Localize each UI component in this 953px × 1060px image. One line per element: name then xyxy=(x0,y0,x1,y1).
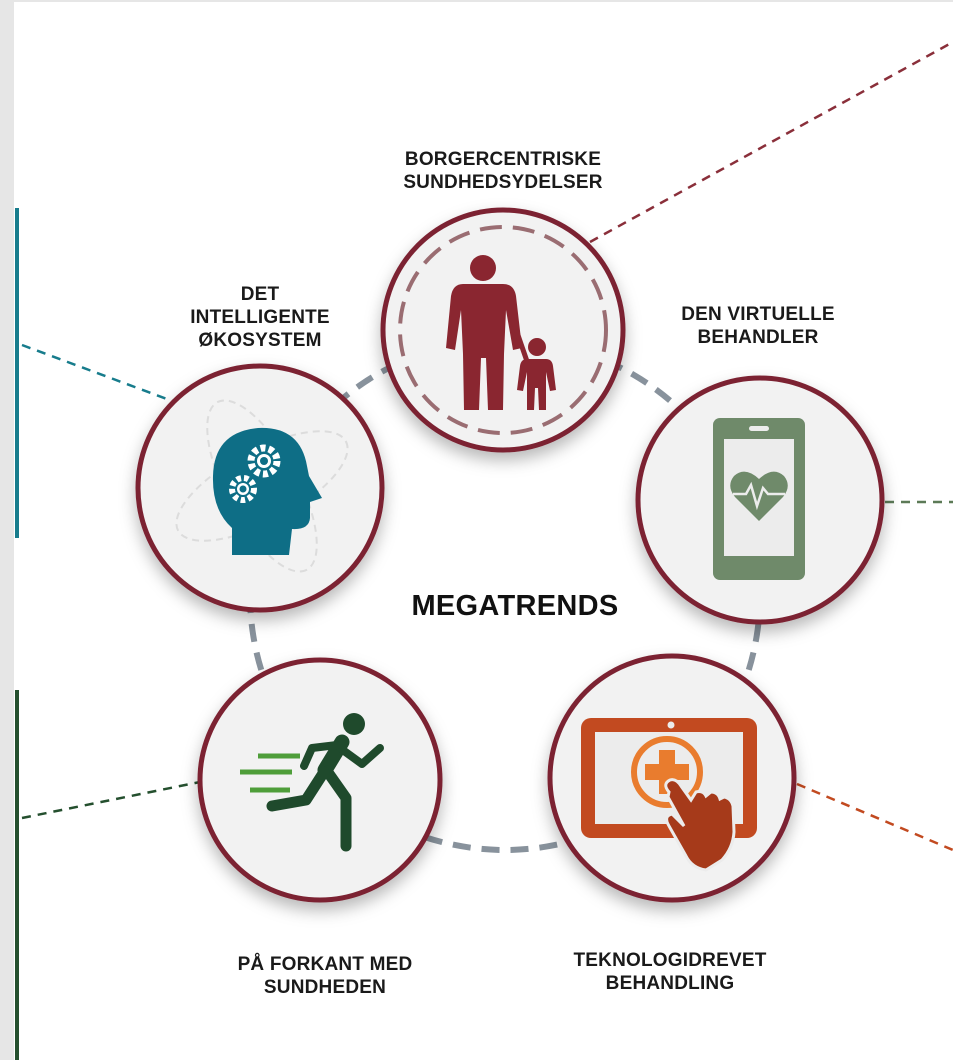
node-label-virtuelle: DEN VIRTUELLE BEHANDLER xyxy=(628,303,888,349)
node-label-borgercentriske: BORGERCENTRISKE SUNDHEDSYDELSER xyxy=(353,148,653,194)
label-line: PÅ FORKANT MED xyxy=(237,954,413,975)
left-accent-bar-teal xyxy=(15,208,19,538)
label-line: BEHANDLER xyxy=(697,327,819,348)
label-line: DET xyxy=(240,284,280,305)
leader-line-left-upper xyxy=(21,343,176,404)
left-accent-bar-green xyxy=(15,690,19,1060)
node-label-teknologi: TEKNOLOGIDREVET BEHANDLING xyxy=(520,949,820,995)
label-line: TEKNOLOGIDREVET xyxy=(573,950,767,971)
label-line: ØKOSYSTEM xyxy=(198,330,322,351)
node-label-oekosystem: DET INTELLIGENTE ØKOSYSTEM xyxy=(140,283,380,352)
label-line: INTELLIGENTE xyxy=(190,307,330,328)
tablet-touch-icon xyxy=(581,718,757,872)
label-line: SUNDHEDEN xyxy=(263,977,387,998)
runner-icon xyxy=(240,713,384,852)
leader-line-top-right xyxy=(589,40,953,244)
inner-dashed-ring xyxy=(398,225,608,435)
leader-line-right-lower xyxy=(796,782,953,852)
label-line: SUNDHEDSYDELSER xyxy=(403,172,603,193)
label-line: BORGERCENTRISKE xyxy=(404,149,602,170)
diagram-title: MEGATRENDS xyxy=(411,590,619,622)
leader-line-left-lower xyxy=(21,780,201,820)
label-line: BEHANDLING xyxy=(605,973,735,994)
head-gears-icon xyxy=(175,399,349,573)
label-line: DEN VIRTUELLE xyxy=(681,304,835,325)
phone-heart-icon xyxy=(713,418,805,580)
node-label-forkant: PÅ FORKANT MED SUNDHEDEN xyxy=(185,953,465,999)
parent-child-icon xyxy=(446,255,556,410)
